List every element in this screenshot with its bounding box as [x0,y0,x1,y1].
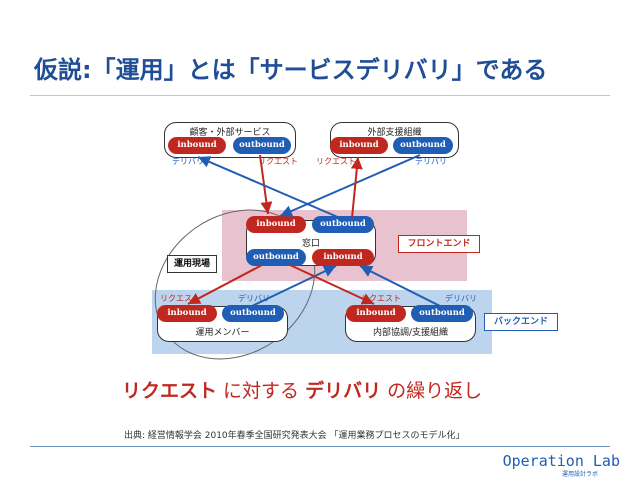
backend-label: バックエンド [484,313,558,331]
logo-text: Operation Lab [502,452,620,470]
internal-caption: 内部協調/支援組織 [372,328,449,338]
internal-outbound-pill: outbound [411,305,473,322]
internal-delivery-label: デリバリ [445,294,477,303]
external-outbound-pill: outbound [393,137,453,154]
arrow-external-delivery [279,154,421,217]
ops-member-caption: 運用メンバー [195,328,250,338]
customer-delivery-label: デリバリ [172,157,204,166]
ops-outbound-pill: outbound [222,305,284,322]
window-top-inbound-pill: inbound [246,216,306,233]
arrow-ops-delivery [251,265,337,307]
arrow-internal-request [289,264,375,305]
arrow-internal-delivery [359,265,441,307]
customer-inbound-pill: inbound [168,137,226,154]
window-bottom-outbound-pill: outbound [246,249,306,266]
summary-delivery: デリバリ [305,380,382,402]
frontend-label: フロントエンド [398,235,480,253]
window-caption: 窓口 [301,239,320,249]
summary-request: リクエスト [122,380,218,402]
ops-delivery-label: デリバリ [238,294,270,303]
internal-request-label: リクエスト [361,294,401,303]
window-top-outbound-pill: outbound [312,216,374,233]
title-divider [30,95,610,96]
external-request-label: リクエスト [316,157,356,166]
customer-caption: 顧客・外部サービス [189,128,271,138]
summary-middle: に対する [217,380,306,402]
logo-subtitle: 運用設計ラボ [561,471,598,478]
window-bottom-inbound-pill: inbound [312,249,374,266]
footer-divider [30,446,610,447]
external-support-caption: 外部支援組織 [367,128,422,138]
customer-request-label: リクエスト [258,157,298,166]
internal-inbound-pill: inbound [346,305,406,322]
ops-field-label: 運用現場 [167,255,217,273]
summary-text: リクエスト に対する デリバリ の繰り返し [122,376,482,403]
ops-inbound-pill: inbound [157,305,217,322]
arrow-ops-request [187,264,263,305]
customer-outbound-pill: outbound [233,137,291,154]
external-delivery-label: デリバリ [415,157,447,166]
source-citation: 出典: 経営情報学会 2010年春季全国研究発表大会 「運用業務プロセスのモデル… [124,431,465,441]
page-title: 仮説:「運用」とは「サービスデリバリ」である [34,56,548,84]
arrow-customer-delivery [197,156,341,219]
external-inbound-pill: inbound [330,137,388,154]
arrow-external-request [350,156,363,219]
summary-end: の繰り返し [381,380,483,402]
ops-request-label: リクエスト [160,294,200,303]
